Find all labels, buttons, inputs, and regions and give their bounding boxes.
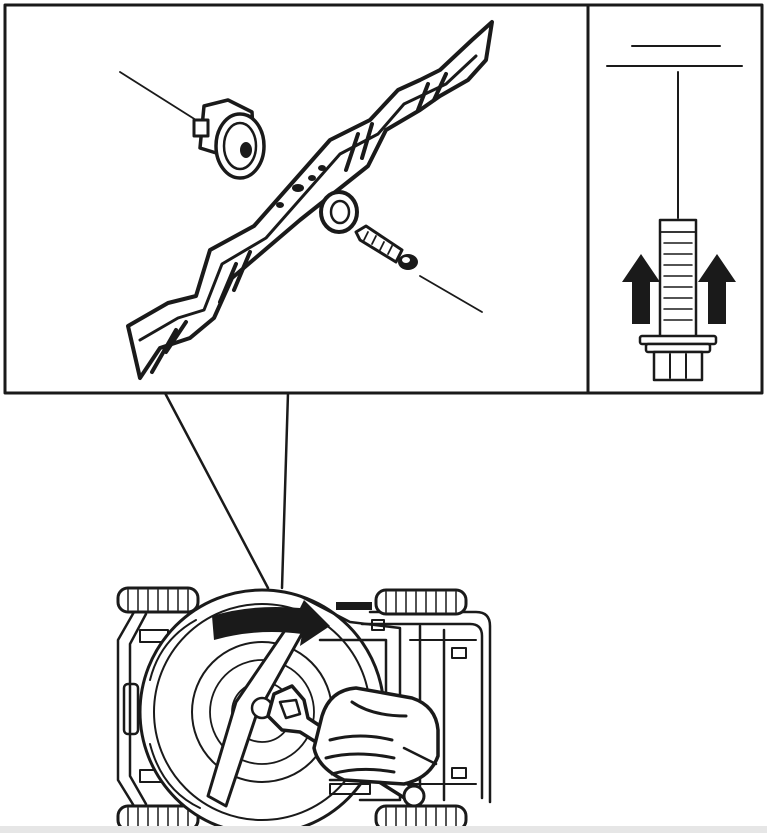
callout-line-adapter bbox=[119, 71, 197, 121]
bottom-strip bbox=[0, 826, 767, 833]
cutting-blade bbox=[126, 20, 494, 380]
blade-bolt bbox=[354, 224, 418, 270]
up-arrow-left bbox=[622, 254, 660, 324]
wrench-icon bbox=[266, 684, 440, 808]
inset-panel bbox=[586, 3, 764, 395]
washer bbox=[319, 190, 359, 234]
wheel-front-right bbox=[374, 588, 468, 616]
wheel-rear-right bbox=[374, 804, 468, 832]
mower bbox=[116, 586, 492, 833]
blade-adapter bbox=[192, 98, 266, 180]
clockwise-arrow-icon bbox=[212, 600, 330, 646]
zoom-leader bbox=[163, 391, 290, 590]
up-arrow-right bbox=[698, 254, 736, 324]
wheel-front-left bbox=[116, 586, 200, 614]
callout-line-bolt bbox=[419, 275, 483, 313]
bolt-icon bbox=[638, 218, 718, 382]
